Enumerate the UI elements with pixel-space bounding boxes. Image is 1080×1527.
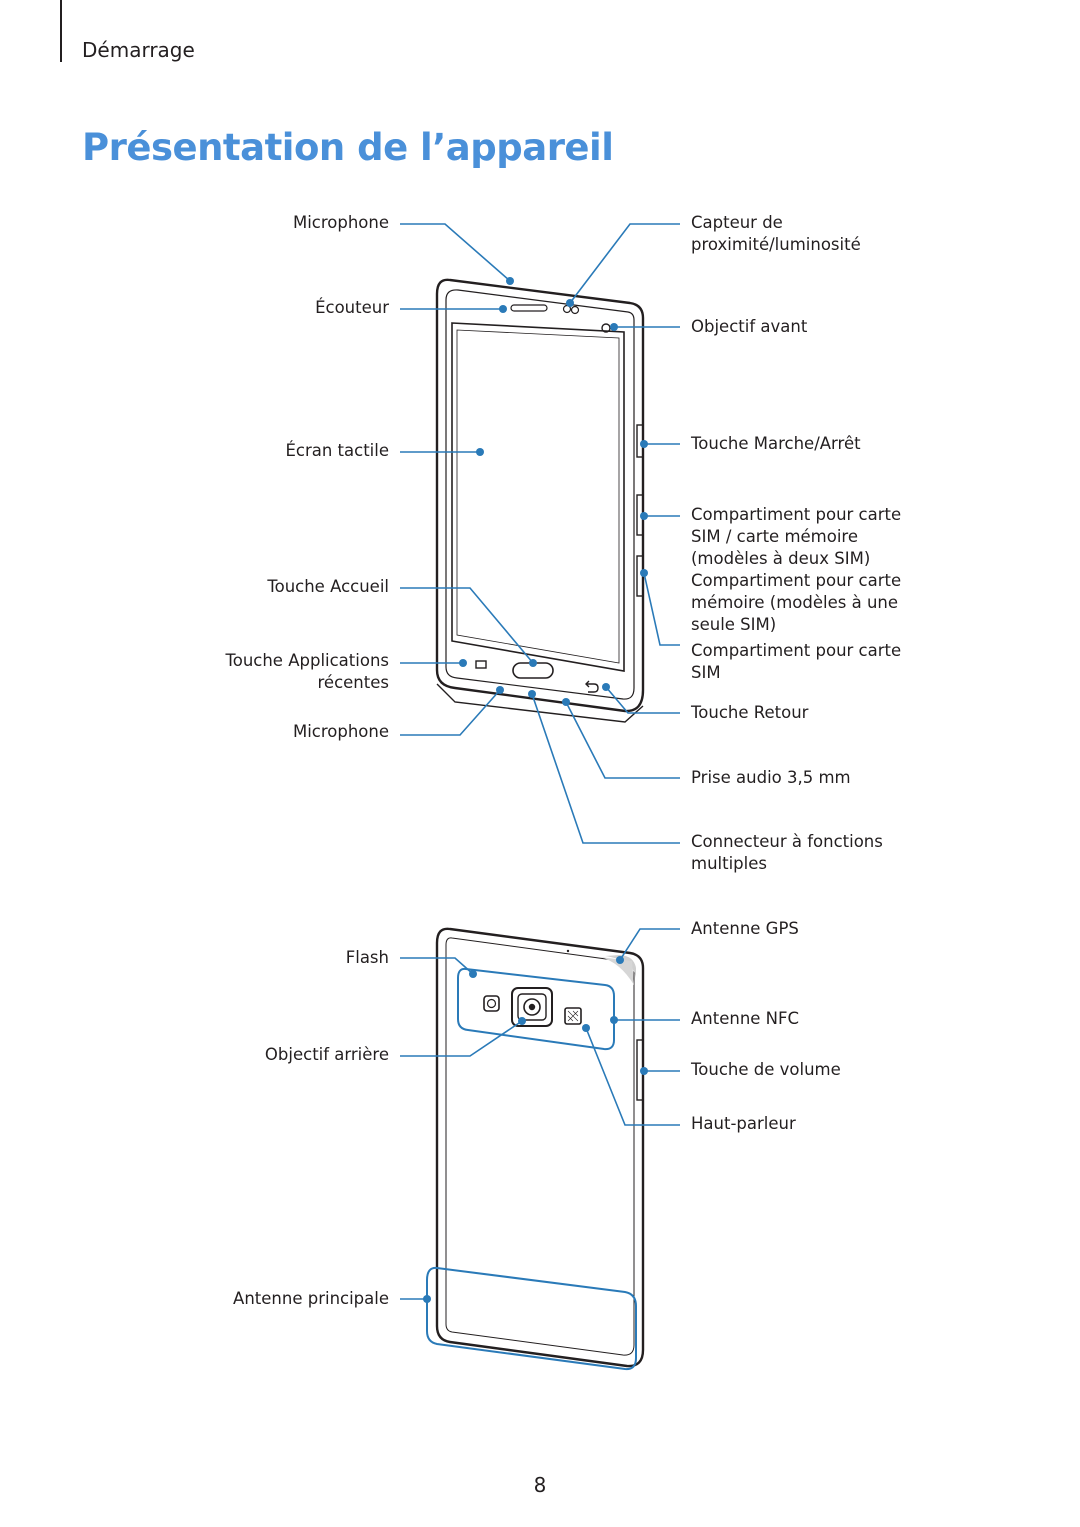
label-capteur: Capteur de proximité/luminosité (691, 212, 861, 256)
label-compartiment-1-line2: SIM / carte mémoire (691, 527, 859, 546)
callout-lines (400, 223, 680, 1300)
page-title: Présentation de l’appareil (82, 126, 614, 169)
label-objectif-avant: Objectif avant (691, 317, 808, 336)
label-ecran-tactile: Écran tactile (285, 441, 389, 460)
label-compartiment-2-line2: mémoire (modèles à une (691, 593, 899, 612)
label-connecteur: Connecteur à fonctions multiples (691, 831, 883, 875)
label-touche-volume: Touche de volume (691, 1060, 841, 1079)
label-compartiment-1: Compartiment pour carte SIM / carte mémo… (691, 504, 901, 570)
label-microphone-top: Microphone (292, 213, 389, 232)
label-touche-applications-line2: récentes (317, 673, 389, 692)
antenna-regions (426, 967, 637, 1371)
label-ecouteur: Écouteur (315, 298, 389, 317)
label-prise-audio: Prise audio 3,5 mm (691, 768, 851, 787)
label-touche-applications: Touche Applications récentes (225, 650, 389, 694)
label-objectif-arriere: Objectif arrière (264, 1045, 389, 1064)
label-touche-marche: Touche Marche/Arrêt (691, 434, 861, 453)
label-touche-accueil: Touche Accueil (267, 577, 389, 596)
callout-dots (423, 277, 648, 1303)
label-compartiment-2-line3: seule SIM) (691, 615, 777, 634)
label-capteur-line2: proximité/luminosité (691, 235, 861, 254)
label-compartiment-1-line1: Compartiment pour carte (691, 505, 902, 524)
label-antenne-principale: Antenne principale (233, 1289, 389, 1308)
section-title: Démarrage (82, 38, 195, 62)
label-haut-parleur: Haut-parleur (691, 1114, 796, 1133)
label-compartiment-2-line1: Compartiment pour carte (691, 571, 902, 590)
label-compartiment-1-line3: (modèles à deux SIM) (691, 549, 871, 568)
label-touche-retour: Touche Retour (691, 703, 809, 722)
label-antenne-nfc: Antenne NFC (691, 1009, 800, 1028)
back-phone-drawing (435, 927, 645, 1368)
section-rule (60, 0, 62, 62)
label-connecteur-line1: Connecteur à fonctions (691, 832, 883, 851)
label-compartiment-2: Compartiment pour carte mémoire (modèles… (691, 570, 901, 636)
label-capteur-line1: Capteur de (691, 213, 783, 232)
label-compartiment-3-line2: SIM (691, 663, 721, 682)
label-antenne-gps: Antenne GPS (691, 919, 799, 938)
label-microphone-bottom: Microphone (292, 722, 389, 741)
label-compartiment-3: Compartiment pour carte SIM (691, 640, 901, 684)
label-compartiment-3-line1: Compartiment pour carte (691, 641, 902, 660)
page-number: 8 (533, 1473, 547, 1497)
label-flash: Flash (345, 948, 389, 967)
front-phone-drawing (435, 278, 645, 723)
label-touche-applications-line1: Touche Applications (225, 651, 389, 670)
label-connecteur-line2: multiples (691, 854, 767, 873)
